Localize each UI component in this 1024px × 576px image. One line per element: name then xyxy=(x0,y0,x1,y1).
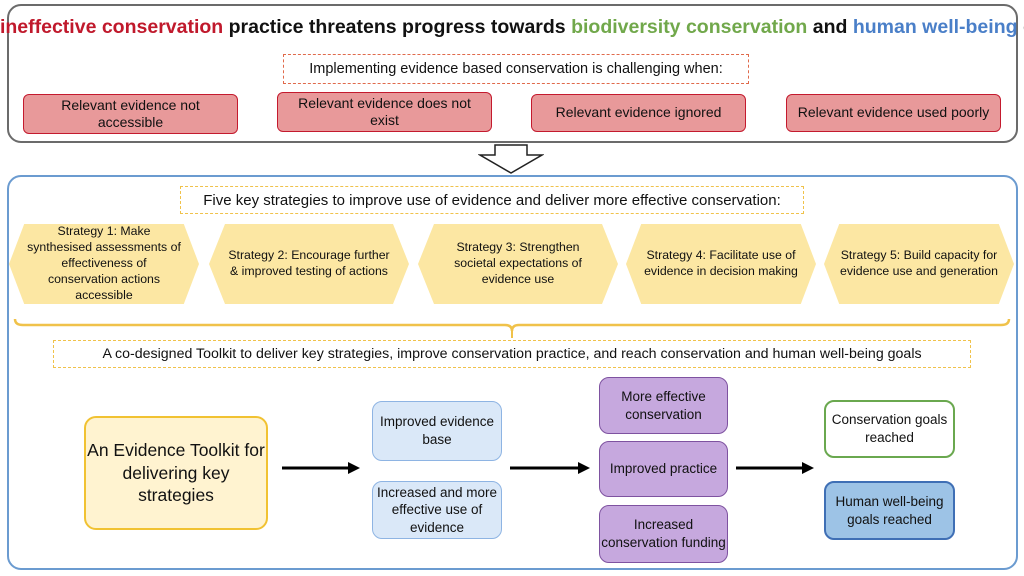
title-text-1: practice threatens progress towards xyxy=(223,15,572,38)
improved-practice: Improved practice xyxy=(599,441,728,497)
arrow-practice-to-goals xyxy=(736,462,814,474)
arrow-evidence-to-practice xyxy=(510,462,590,474)
title-poor-conservation: Poor/ineffective conservation xyxy=(0,15,224,38)
challenges-subtitle: Implementing evidence based conservation… xyxy=(283,54,749,84)
strategy-5: Strategy 5: Build capacity for evidence … xyxy=(824,224,1014,304)
strategy-3: Strategy 3: Strengthen societal expectat… xyxy=(418,224,618,304)
strategy-2: Strategy 2: Encourage further & improved… xyxy=(209,224,409,304)
human-wellbeing-goals-reached: Human well-being goals reached xyxy=(824,481,955,540)
increased-use-of-evidence: Increased and more effective use of evid… xyxy=(372,481,502,539)
strategies-brace xyxy=(13,318,1011,338)
arrow-toolkit-to-evidence xyxy=(282,462,360,474)
challenge-used-poorly: Relevant evidence used poorly xyxy=(786,94,1001,132)
title-human-wellbeing: human well-being xyxy=(852,15,1018,38)
toolkit-description: A co-designed Toolkit to deliver key str… xyxy=(53,340,971,368)
title-text-2: and xyxy=(807,15,853,38)
title-text-3: goals xyxy=(1018,16,1024,39)
main-title: Poor/ineffective conservation practice t… xyxy=(0,10,1024,44)
challenge-does-not-exist: Relevant evidence does not exist xyxy=(277,92,492,132)
strategy-1: Strategy 1: Make synthesised assessments… xyxy=(9,224,199,304)
strategies-title: Five key strategies to improve use of ev… xyxy=(180,186,804,214)
challenges-panel xyxy=(7,4,1018,143)
more-effective-conservation: More effective conservation xyxy=(599,377,728,434)
down-arrow-icon xyxy=(478,144,544,174)
strategies-panel xyxy=(7,175,1018,570)
increased-conservation-funding: Increased conservation funding xyxy=(599,505,728,563)
conservation-goals-reached: Conservation goals reached xyxy=(824,400,955,458)
challenge-ignored: Relevant evidence ignored xyxy=(531,94,746,132)
challenge-not-accessible: Relevant evidence not accessible xyxy=(23,94,238,134)
improved-evidence-base: Improved evidence base xyxy=(372,401,502,461)
evidence-toolkit-box: An Evidence Toolkit for delivering key s… xyxy=(84,416,268,530)
strategy-4: Strategy 4: Facilitate use of evidence i… xyxy=(626,224,816,304)
title-biodiversity: biodiversity conservation xyxy=(571,15,808,38)
